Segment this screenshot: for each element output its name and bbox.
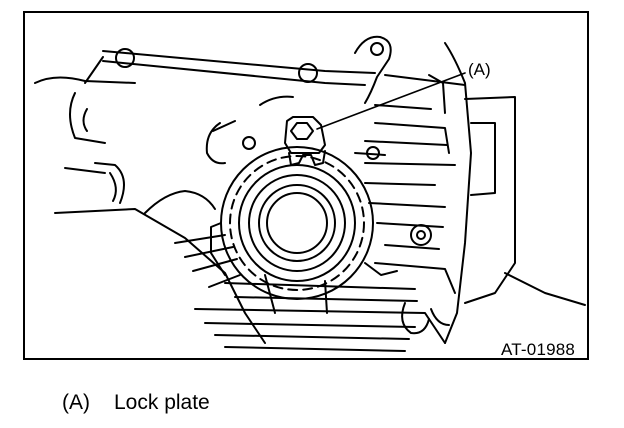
transmission-line-drawing: [34, 35, 586, 352]
lock-plate: [284, 116, 326, 166]
legend-item: (A) Lock plate: [62, 392, 210, 413]
linkage-rod: [84, 35, 466, 104]
housing-outline: [34, 76, 294, 344]
lower-cover: [194, 274, 446, 352]
callout-label: (A): [468, 60, 491, 79]
figure-id: AT-01988: [501, 340, 576, 359]
legend-key: (A): [62, 391, 90, 414]
callout-leader-line: [316, 72, 466, 130]
legend-text: Lock plate: [114, 391, 210, 414]
right-housing: [354, 42, 586, 344]
gear-assembly: [210, 146, 398, 300]
figure-frame: (A) AT-01988: [23, 11, 589, 360]
